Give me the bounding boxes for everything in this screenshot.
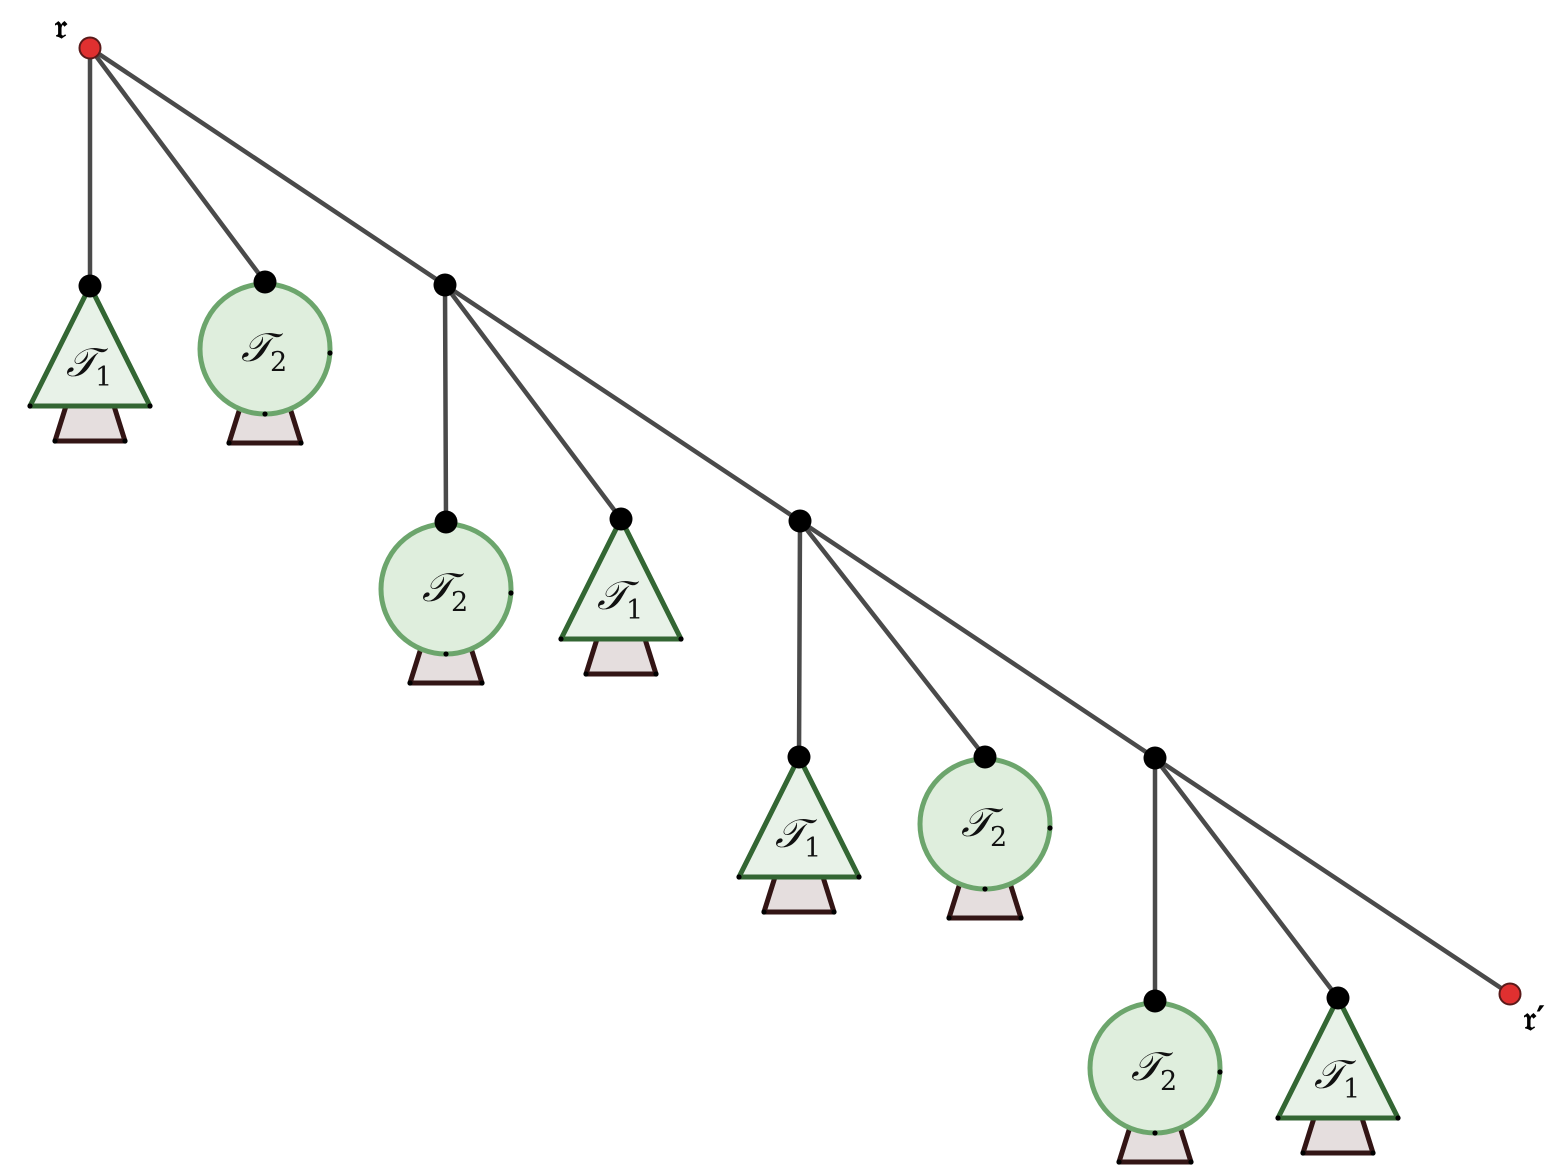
root-label-start: 𝔯 xyxy=(55,7,68,47)
spine-node xyxy=(1143,746,1167,770)
corner-dot xyxy=(856,874,862,880)
corner-dot xyxy=(653,671,659,677)
subtree-index: 1 xyxy=(1343,1074,1360,1105)
corner-dot xyxy=(761,909,767,915)
subtree-index: 2 xyxy=(990,822,1007,853)
subtree-root-node xyxy=(434,510,458,534)
corner-dot xyxy=(226,440,232,446)
subtree-root-node xyxy=(78,274,102,298)
subtree-edge xyxy=(796,518,803,760)
subtree-index: 2 xyxy=(1160,1066,1177,1097)
edge-marker-dot xyxy=(1217,1069,1223,1075)
triangle-subtree: 𝒯1 xyxy=(558,507,684,677)
subtree-root-node xyxy=(253,270,277,294)
triangle-subtree: 𝒯1 xyxy=(1275,986,1401,1156)
corner-dot xyxy=(982,886,988,892)
corner-dot xyxy=(1018,915,1024,921)
triangle-shape xyxy=(1275,995,1401,1121)
subtree-index: 1 xyxy=(804,833,821,864)
node-layer xyxy=(78,36,1522,1006)
subtree-index: 1 xyxy=(626,595,643,626)
subtree-root-node xyxy=(1143,989,1167,1013)
corner-dot xyxy=(1300,1150,1306,1156)
circle-subtree: 𝒯2 xyxy=(1087,989,1223,1165)
corner-dot xyxy=(262,411,268,417)
corner-dot xyxy=(583,671,589,677)
corner-dot xyxy=(27,403,33,409)
trunk-shape xyxy=(583,636,659,677)
corner-dot xyxy=(678,636,684,642)
edge-marker-dot xyxy=(1047,825,1053,831)
circle-subtree: 𝒯2 xyxy=(197,270,333,446)
corner-dot xyxy=(831,909,837,915)
subtree-root-node xyxy=(1326,986,1350,1010)
subtree-index: 2 xyxy=(270,347,287,378)
corner-dot xyxy=(298,440,304,446)
corner-dot xyxy=(479,680,485,686)
spine-node xyxy=(788,509,812,533)
start-root-node xyxy=(78,36,102,60)
subtree-index: 1 xyxy=(95,362,112,393)
edge-marker-dot xyxy=(508,590,514,596)
triangle-shape xyxy=(736,754,862,880)
subtree-root-node xyxy=(973,745,997,769)
subtree-index: 2 xyxy=(451,587,468,618)
triangle-subtree: 𝒯1 xyxy=(736,745,862,915)
circle-subtree: 𝒯2 xyxy=(378,510,514,686)
corner-dot xyxy=(1370,1150,1376,1156)
subtree-edge xyxy=(797,518,988,760)
triangle-shape xyxy=(27,283,153,409)
corner-dot xyxy=(52,438,58,444)
subtree-edge xyxy=(1152,755,1341,1001)
spine-edge xyxy=(442,282,803,524)
corner-dot xyxy=(443,651,449,657)
subtree-edge xyxy=(87,45,268,285)
corner-dot xyxy=(1395,1115,1401,1121)
end-root-node xyxy=(1498,982,1522,1006)
trunk-shape xyxy=(52,403,128,444)
corner-dot xyxy=(736,874,742,880)
corner-dot xyxy=(1152,1130,1158,1136)
corner-dot xyxy=(946,915,952,921)
root-label-end: 𝔯′ xyxy=(1524,999,1545,1039)
corner-dot xyxy=(122,438,128,444)
spine-edge xyxy=(797,518,1158,761)
trunk-shape xyxy=(1300,1115,1376,1156)
corner-dot xyxy=(407,680,413,686)
spine-edge xyxy=(1152,755,1513,997)
edge-marker-dot xyxy=(327,350,333,356)
corner-dot xyxy=(1275,1115,1281,1121)
triangle-subtree: 𝒯1 xyxy=(27,274,153,444)
subtree-root-node xyxy=(609,507,633,531)
corner-dot xyxy=(147,403,153,409)
subtree-root-node xyxy=(787,745,811,769)
subtree-edge xyxy=(442,282,624,522)
spine-edge xyxy=(87,45,448,288)
triangle-shape xyxy=(558,516,684,642)
corner-dot xyxy=(1188,1159,1194,1165)
spine-node xyxy=(433,273,457,297)
circle-subtree: 𝒯2 xyxy=(917,745,1053,921)
subtree-edge xyxy=(442,282,449,525)
trunk-shape xyxy=(761,874,837,915)
edge-layer xyxy=(87,45,1513,1004)
corner-dot xyxy=(1116,1159,1122,1165)
corner-dot xyxy=(558,636,564,642)
